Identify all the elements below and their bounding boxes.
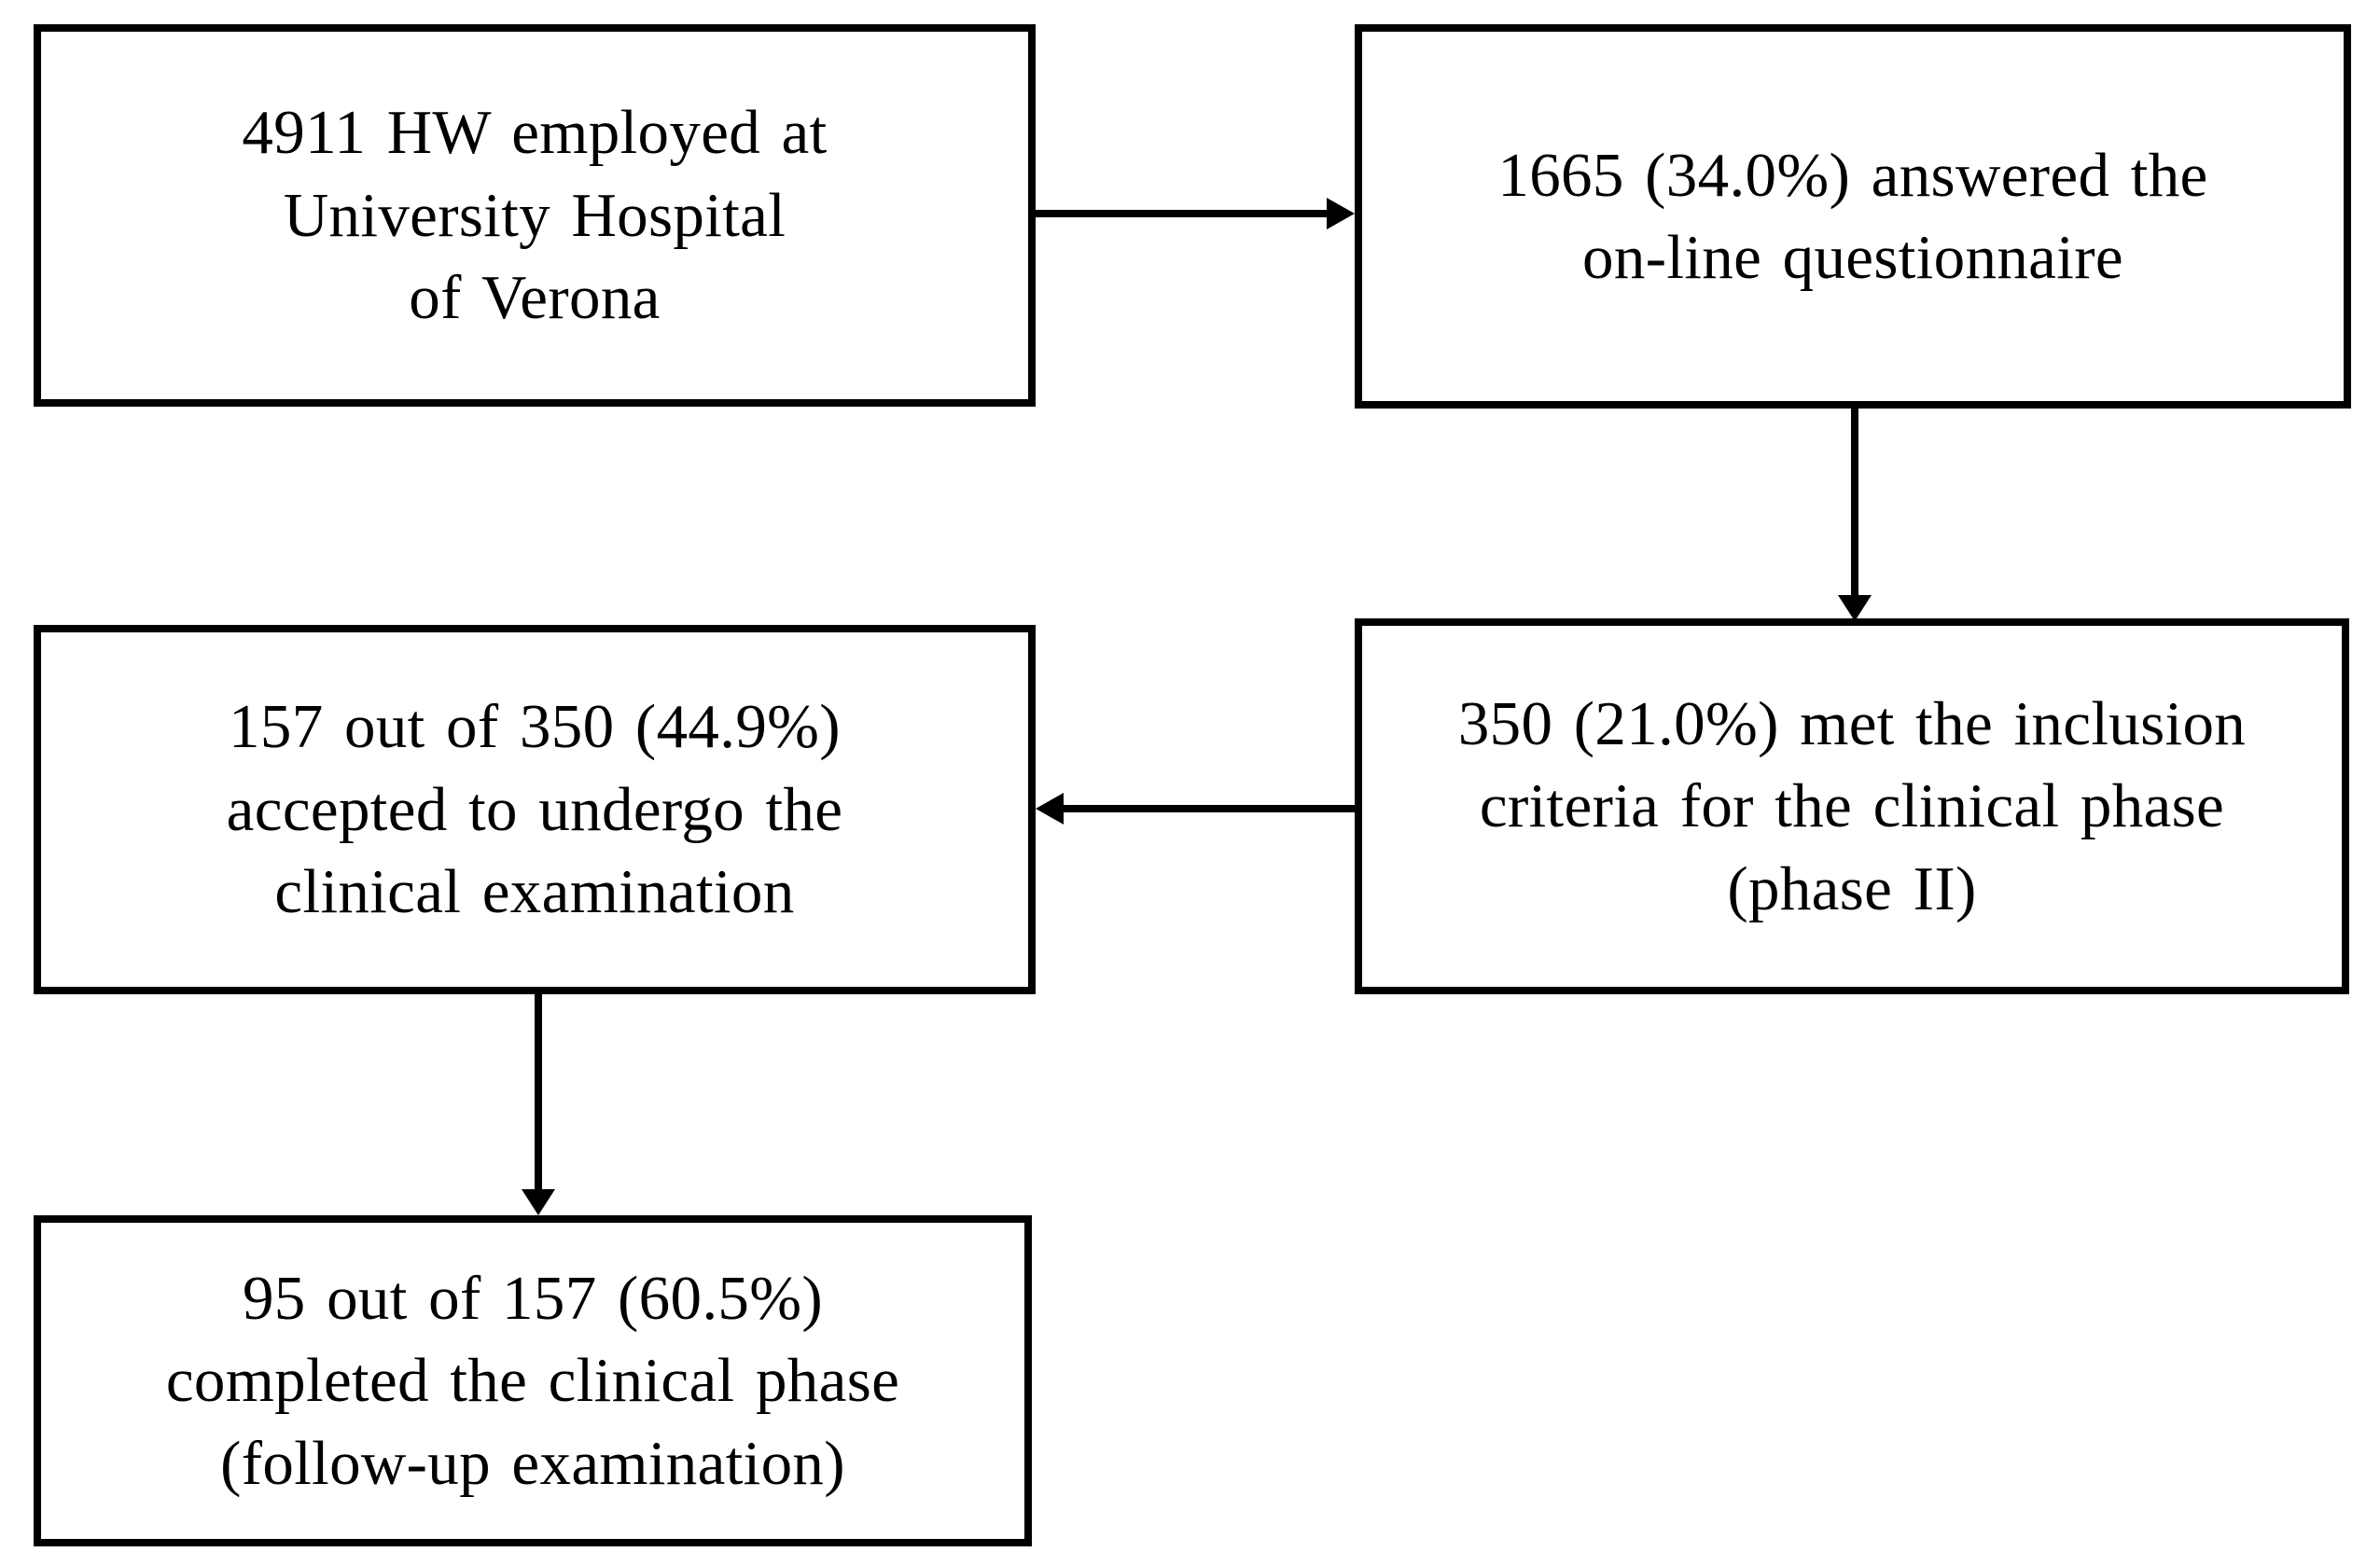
text-line: accepted to undergo the: [226, 774, 843, 844]
arrow-accepted-to-completed-shaft: [535, 994, 542, 1191]
box-inclusion-criteria: 350 (21.0%) met the inclusion criteria f…: [1355, 618, 2349, 994]
arrow-employed-to-answered-shaft: [1036, 210, 1329, 217]
text-line: 157 out of 350 (44.9%): [229, 692, 841, 762]
text-line: completed the clinical phase: [165, 1346, 900, 1416]
box-inclusion-text: 350 (21.0%) met the inclusion criteria f…: [1458, 683, 2246, 930]
box-completed-followup: 95 out of 157 (60.5%) completed the clin…: [34, 1215, 1032, 1546]
arrow-answered-to-inclusion-shaft: [1851, 409, 1858, 597]
text-line: 1665 (34.0%) answered the: [1497, 140, 2208, 210]
arrow-inclusion-to-accepted-shaft: [1062, 805, 1355, 812]
box-answered-questionnaire: 1665 (34.0%) answered the on-line questi…: [1355, 24, 2351, 409]
arrow-down-icon: [522, 1189, 555, 1215]
box-completed-text: 95 out of 157 (60.5%) completed the clin…: [166, 1257, 899, 1504]
text-line: criteria for the clinical phase: [1479, 771, 2225, 841]
text-line: 95 out of 157 (60.5%): [242, 1263, 824, 1333]
text-line: (phase II): [1727, 853, 1977, 923]
arrow-left-icon: [1036, 793, 1064, 825]
text-line: 350 (21.0%) met the inclusion: [1457, 688, 2247, 758]
text-line: University Hospital: [283, 180, 786, 250]
box-answered-text: 1665 (34.0%) answered the on-line questi…: [1497, 134, 2207, 299]
box-employed-text: 4911 HW employed at University Hospital …: [242, 91, 827, 339]
text-line: 4911 HW employed at: [242, 98, 828, 168]
arrow-down-icon: [1838, 595, 1872, 621]
text-line: on-line questionnaire: [1582, 223, 2123, 292]
text-line: clinical examination: [274, 857, 795, 927]
box-accepted-text: 157 out of 350 (44.9%) accepted to under…: [227, 686, 843, 933]
text-line: of Verona: [409, 263, 661, 333]
arrow-right-icon: [1327, 198, 1355, 229]
text-line: (follow-up examination): [220, 1428, 845, 1498]
box-accepted-examination: 157 out of 350 (44.9%) accepted to under…: [34, 625, 1036, 994]
box-employed-population: 4911 HW employed at University Hospital …: [34, 24, 1036, 407]
